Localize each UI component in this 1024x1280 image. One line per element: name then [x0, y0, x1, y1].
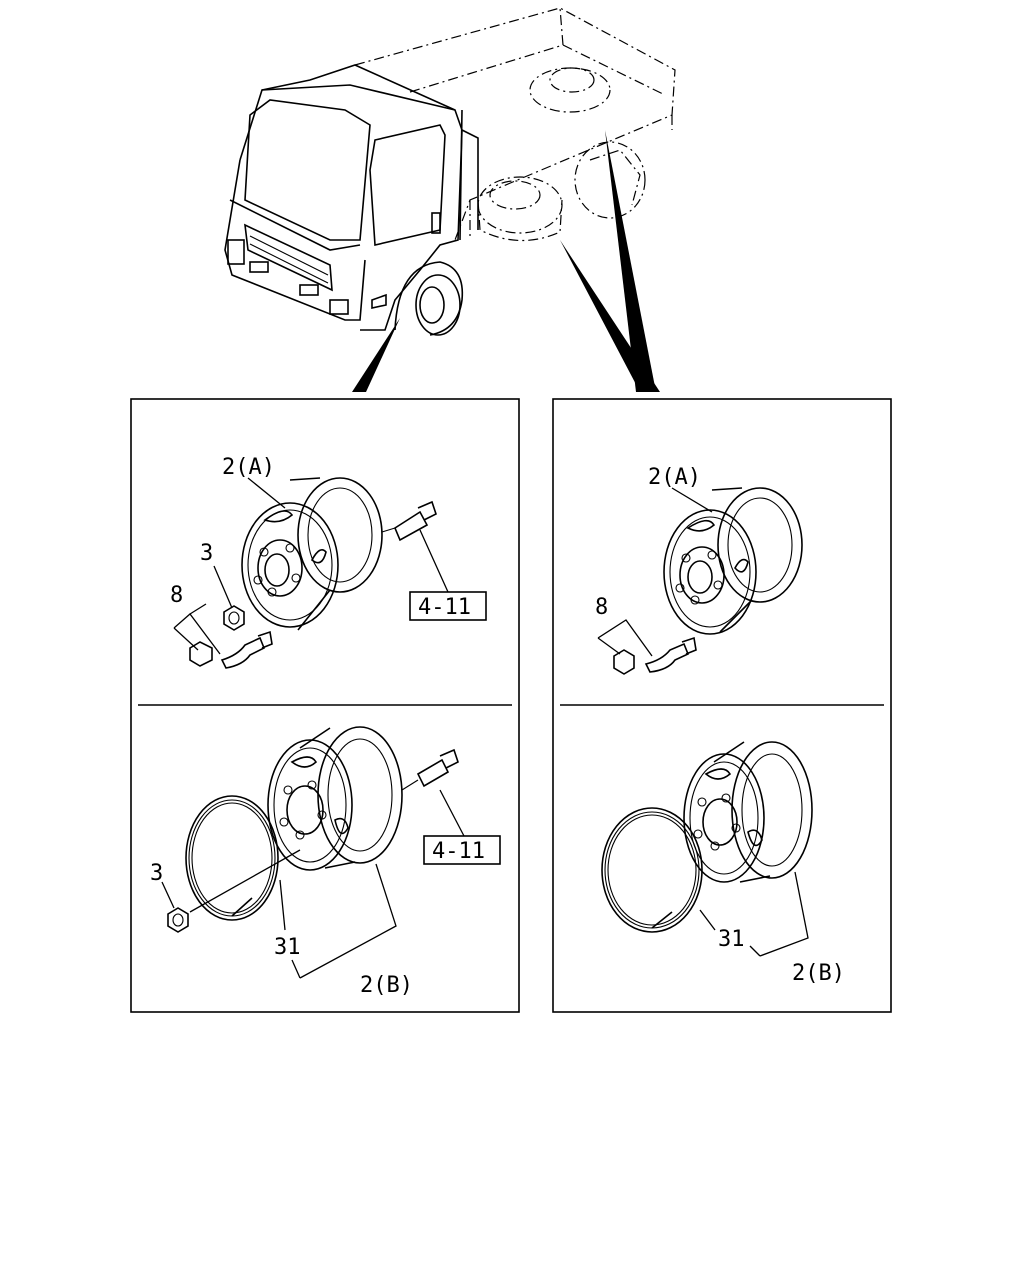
tire-valve-icon — [613, 636, 697, 675]
label-wheel-2b: 2(B) — [360, 973, 413, 998]
ref-label[interactable]: 4-11 — [418, 595, 471, 620]
label-wheel-2a: 2(A) — [222, 455, 275, 480]
hub-bolt-icon — [401, 748, 459, 791]
wheel-icon — [683, 741, 813, 883]
ref-label[interactable]: 4-11 — [432, 839, 485, 864]
side-ring-icon — [185, 795, 279, 921]
hex-nut-icon — [167, 907, 189, 933]
label-nut-3: 3 — [200, 541, 213, 566]
label-wheel-2b: 2(B) — [792, 961, 845, 986]
label-valve-8: 8 — [170, 583, 183, 608]
ref-box[interactable] — [409, 591, 487, 621]
side-ring-icon — [601, 807, 703, 933]
hub-bolt-icon — [381, 500, 437, 542]
truck-icon — [224, 7, 676, 392]
hex-nut-icon — [223, 605, 245, 631]
label-ring-31: 31 — [274, 935, 301, 960]
ref-box[interactable] — [423, 835, 501, 865]
wheel-icon — [241, 477, 383, 631]
label-valve-8: 8 — [595, 595, 608, 620]
label-nut-3: 3 — [150, 861, 163, 886]
wheel-icon — [663, 487, 803, 635]
tire-valve-icon — [189, 630, 273, 669]
label-wheel-2a: 2(A) — [648, 465, 701, 490]
wheel-icon — [267, 726, 403, 871]
label-ring-31: 31 — [718, 927, 745, 952]
